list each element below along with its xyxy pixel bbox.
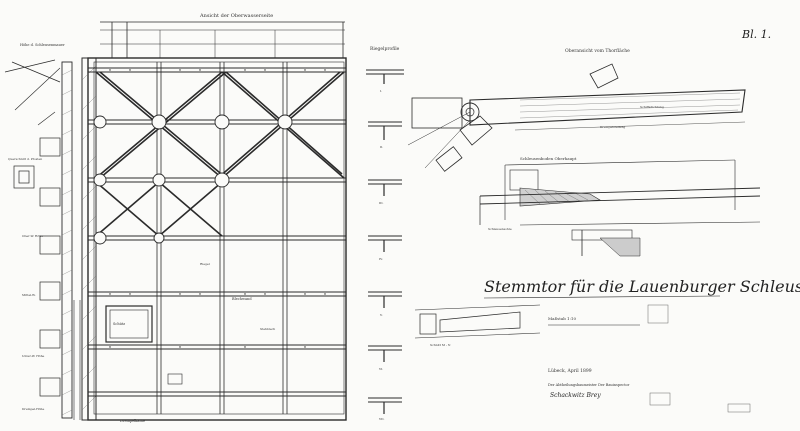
svg-text:Schleusensohle: Schleusensohle bbox=[488, 227, 512, 231]
svg-text:III.: III. bbox=[379, 201, 384, 205]
elevation-caption: Ansicht der Ober­wasserseite bbox=[199, 13, 273, 19]
svg-text:Unter-W. Höhe: Unter-W. Höhe bbox=[22, 354, 45, 358]
svg-text:II.: II. bbox=[380, 145, 383, 149]
svg-text:V.: V. bbox=[379, 313, 383, 317]
place-date: Lübeck, April 1899 bbox=[548, 368, 592, 374]
scale-note: Maßstab 1:10 bbox=[548, 316, 576, 321]
svg-text:Ober-W. Höhe: Ober-W. Höhe bbox=[22, 234, 43, 238]
svg-text:Drempelstellung: Drempelstellung bbox=[600, 125, 625, 129]
svg-text:Mittel-W.: Mittel-W. bbox=[22, 293, 36, 297]
svg-text:Schütz: Schütz bbox=[113, 322, 125, 326]
svg-text:IV.: IV. bbox=[379, 257, 383, 261]
svg-text:Schiffsdichtung: Schiffsdichtung bbox=[640, 105, 664, 109]
svg-text:Blechwand: Blechwand bbox=[232, 297, 252, 301]
bottom-note: Drempelkante bbox=[120, 419, 145, 423]
profiles-caption: Riegelprofile bbox=[370, 46, 400, 52]
signature-names: Schackwitz Brey bbox=[550, 392, 601, 399]
title-block: Stemmtor für die Lauenburger Schleuse Ma… bbox=[483, 277, 800, 399]
bottom-section: Schleusenboden Oberhaupt Schleusensohle bbox=[479, 156, 761, 257]
svg-text:Drempel-Höhe: Drempel-Höhe bbox=[22, 407, 44, 411]
svg-text:Schnitt M - N: Schnitt M - N bbox=[430, 343, 451, 347]
plan-view: Oberansicht vom Thorfläche Drempelstellu… bbox=[407, 48, 746, 172]
upper-view-caption: Oberansicht vom Thorfläche bbox=[565, 48, 630, 54]
lower-view-caption: Schleusenboden Oberhaupt bbox=[520, 156, 577, 161]
svg-text:Stehblech: Stehblech bbox=[260, 327, 275, 331]
detail-sketch: Schnitt M - N bbox=[414, 304, 541, 347]
archive-stamps bbox=[647, 304, 751, 413]
svg-text:Querschnitt d. Pfosten: Querschnitt d. Pfosten bbox=[8, 157, 42, 161]
gate-elevation: Ansicht der Ober­wasserseite bbox=[73, 13, 347, 421]
sheet-number: Bl. 1. bbox=[741, 28, 771, 41]
signature-office: Der Abtheilungsbaumeister Der Bauinspect… bbox=[548, 383, 630, 387]
girder-profiles: Riegelprofile I. II. III. IV. V. VI. VII. bbox=[366, 46, 404, 421]
svg-text:I.: I. bbox=[380, 89, 382, 93]
svg-text:VII.: VII. bbox=[378, 417, 385, 421]
svg-text:VI.: VI. bbox=[378, 367, 383, 371]
svg-text:Riegel: Riegel bbox=[200, 262, 210, 266]
side-section: Höhe d. Schleusenmauer bbox=[4, 43, 73, 419]
svg-text:Höhe d. Schleusenmauer: Höhe d. Schleusenmauer bbox=[20, 43, 65, 47]
sheet-title: Stemmtor für die Lauenburger Schleuse bbox=[484, 277, 800, 296]
